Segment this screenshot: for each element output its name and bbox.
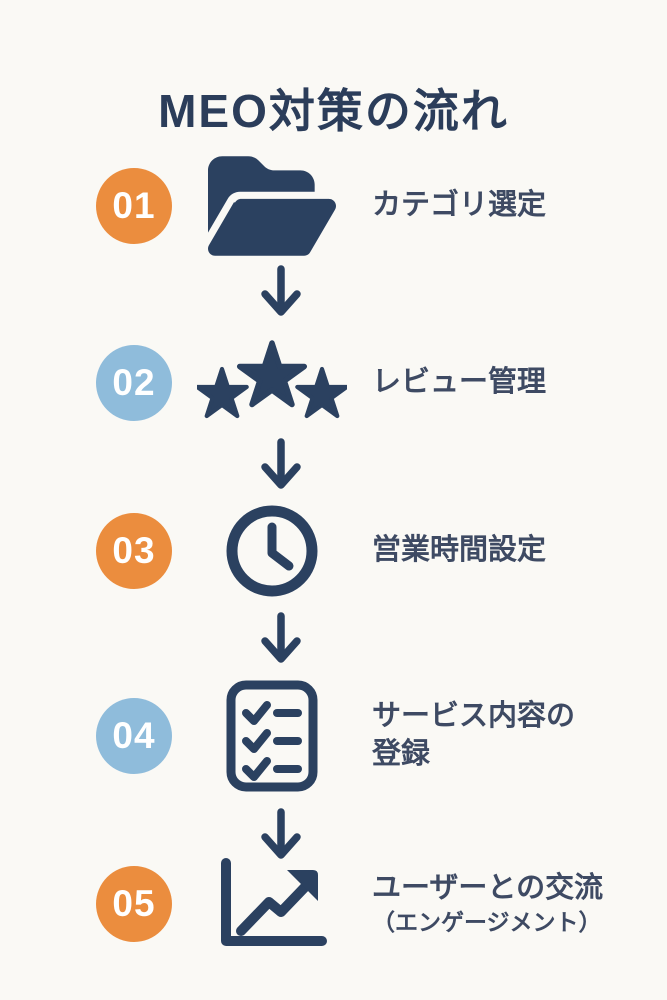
step-row-01: 01 カテゴリ選定 xyxy=(0,150,667,262)
clock-icon-svg xyxy=(226,505,318,597)
trend-chart-icon-svg xyxy=(221,858,327,946)
page-title: MEO対策の流れ xyxy=(158,84,509,137)
trend-chart-icon xyxy=(172,855,372,953)
step-label: ユーザーとの交流 （エンゲージメント） xyxy=(372,870,603,938)
down-arrow-icon xyxy=(257,438,305,492)
step-row-03: 03 営業時間設定 xyxy=(0,498,667,604)
step-label: サービス内容の 登録 xyxy=(372,698,575,773)
step-label-subline: （エンゲージメント） xyxy=(372,908,602,935)
step-number: 04 xyxy=(112,715,156,756)
step-number-badge: 05 xyxy=(96,866,172,942)
step-label-line: カテゴリ選定 xyxy=(372,189,547,222)
three-stars-icon-svg xyxy=(197,340,347,419)
step-label-line: 登録 xyxy=(372,738,431,770)
down-arrow-icon-svg xyxy=(261,265,301,316)
down-arrow-icon xyxy=(257,808,305,862)
step-number: 05 xyxy=(112,883,156,924)
step-label: レビュー管理 xyxy=(372,364,546,402)
step-row-05: 05 ユーザーとの交流 （エンゲージメント） xyxy=(0,852,667,956)
three-stars-icon xyxy=(172,337,372,429)
step-number: 03 xyxy=(112,530,156,571)
step-number: 02 xyxy=(112,362,156,403)
step-number: 01 xyxy=(112,185,156,226)
step-label-line: レビュー管理 xyxy=(372,366,547,399)
step-label-line: ユーザーとの交流 xyxy=(372,872,604,905)
step-row-02: 02 レビュー管理 xyxy=(0,336,667,430)
checklist-icon-svg xyxy=(226,680,318,792)
step-number-badge: 03 xyxy=(96,513,172,589)
step-label-line: 営業時間設定 xyxy=(372,534,547,567)
step-label-line: サービス内容の xyxy=(372,700,576,733)
step-row-04: 04 サービス内容の 登録 xyxy=(0,676,667,796)
folder-open-icon xyxy=(172,149,372,263)
down-arrow-icon xyxy=(257,612,305,666)
step-label: カテゴリ選定 xyxy=(372,187,546,225)
step-number-badge: 02 xyxy=(96,345,172,421)
down-arrow-icon-svg xyxy=(261,612,301,663)
down-arrow-icon-svg xyxy=(261,808,301,859)
clock-icon xyxy=(172,500,372,602)
step-number-badge: 01 xyxy=(96,168,172,244)
down-arrow-icon xyxy=(257,265,305,319)
step-number-badge: 04 xyxy=(96,698,172,774)
down-arrow-icon-svg xyxy=(261,438,301,489)
folder-open-icon-svg xyxy=(208,156,336,260)
checklist-icon xyxy=(172,679,372,793)
step-label: 営業時間設定 xyxy=(372,532,546,570)
